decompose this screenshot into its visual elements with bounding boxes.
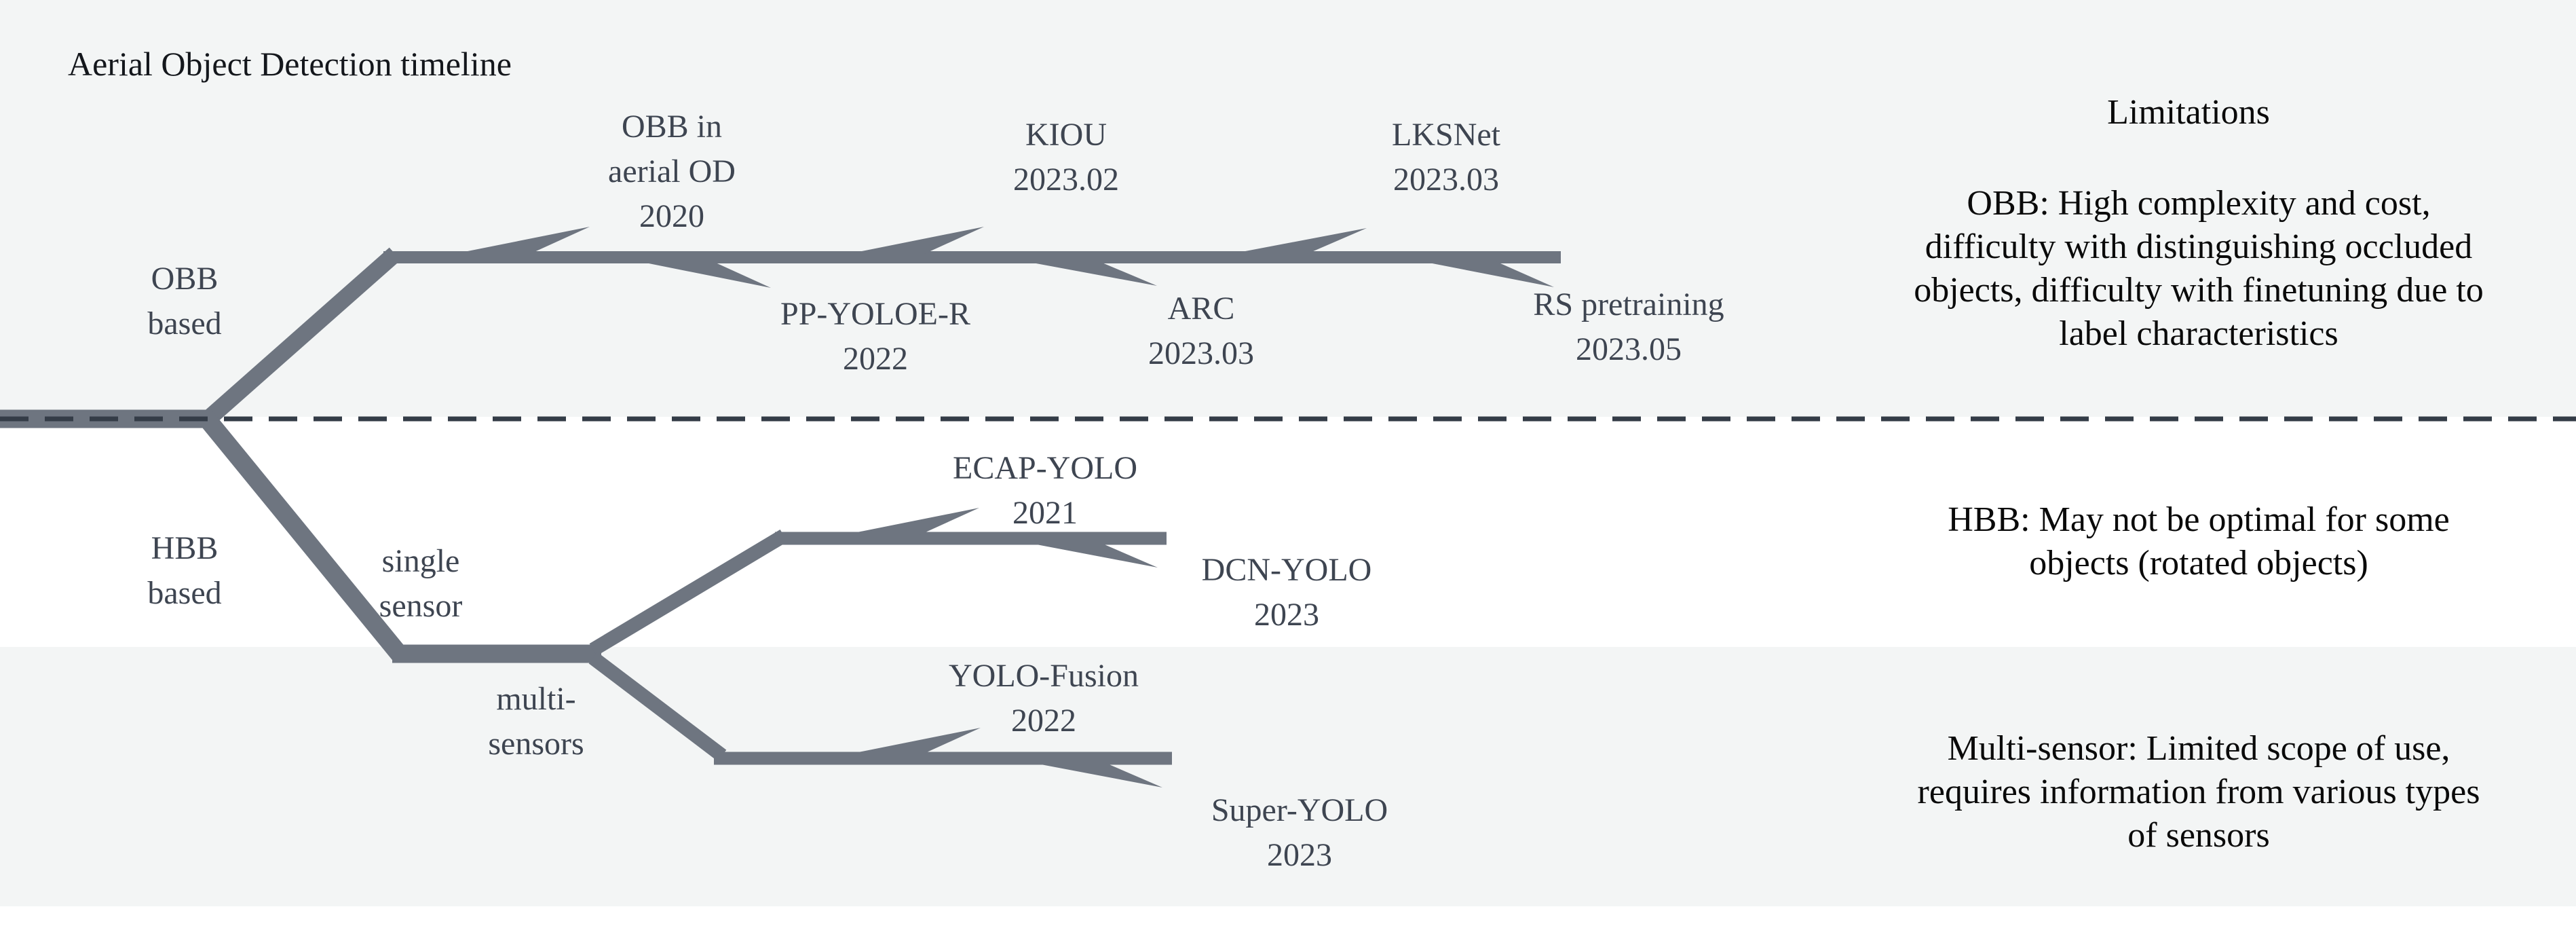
obb-branch-diagonal [197, 247, 401, 430]
node-date: 2023 [1253, 597, 1319, 633]
node-name: ECAP-YOLO [953, 450, 1137, 486]
background-band-obb [0, 0, 2576, 417]
node-date: 2022 [1010, 703, 1076, 739]
branch-label-line: multi- [496, 681, 576, 717]
node-name: aerial OD [608, 153, 736, 189]
node-name: Super-YOLO [1211, 792, 1388, 828]
branch-label-line: sensors [488, 726, 584, 762]
node-name: RS pretraining [1533, 286, 1724, 322]
limitation-line: of sensors [2127, 816, 2270, 855]
branch-label-obb-based: OBB based [147, 257, 221, 346]
background-band-multi-sensor [0, 647, 2576, 906]
branch-label-line: HBB [151, 530, 219, 566]
node-ecap-yolo: ECAP-YOLO 2021 [953, 446, 1137, 536]
limitation-line: Multi-sensor: Limited scope of use, [1947, 729, 2450, 768]
hbb-branch-diagonal [196, 409, 409, 663]
tick-yolo-fusion-icon [845, 728, 981, 755]
branch-label-line: based [147, 305, 222, 341]
limitation-line: label characteristics [2059, 314, 2338, 353]
node-date: 2023.03 [1148, 335, 1254, 371]
node-date: 2021 [1012, 495, 1078, 531]
background-band-hbb-single [0, 417, 2576, 647]
multi-sensor-diagonal [588, 652, 727, 762]
tick-super-yolo-icon [1027, 762, 1162, 788]
node-date: 2023 [1266, 837, 1332, 873]
branch-label-single-sensor: single sensor [379, 539, 463, 629]
node-obb-in-aerial-od: OBB in aerial OD 2020 [608, 105, 736, 239]
node-name: LKSNet [1392, 117, 1500, 153]
limitation-multi-sensor: Multi-sensor: Limited scope of use, requ… [1859, 727, 2538, 857]
limitation-line: HBB: May not be optimal for some [1948, 500, 2450, 539]
node-pp-yoloe-r: PP-YOLOE-R 2022 [780, 292, 970, 382]
node-kiou: KIOU 2023.02 [1013, 113, 1119, 202]
tick-ecap-yolo-icon [844, 508, 979, 535]
node-date: 2022 [842, 341, 908, 377]
background-band-footer [0, 906, 2576, 926]
node-rs-pretraining: RS pretraining 2023.05 [1533, 282, 1724, 372]
limitation-hbb: HBB: May not be optimal for some objects… [1859, 498, 2538, 585]
page-title: Aerial Object Detection timeline [68, 45, 512, 83]
node-dcn-yolo: DCN-YOLO 2023 [1202, 548, 1372, 637]
tick-obb-in-aerial-icon [454, 227, 590, 254]
limitation-line: OBB: High complexity and cost, [1967, 184, 2431, 223]
node-name: ARC [1167, 291, 1235, 327]
node-super-yolo: Super-YOLO 2023 [1211, 788, 1388, 878]
tick-pp-yoloe-r-icon [635, 261, 771, 288]
single-sensor-diagonal [589, 529, 788, 656]
node-name: KIOU [1025, 117, 1107, 153]
tick-lksnet-icon [1231, 228, 1367, 254]
branch-label-multi-sensors: multi- sensors [488, 677, 584, 766]
node-lksnet: LKSNet 2023.03 [1392, 113, 1500, 202]
node-name: OBB in [621, 109, 723, 145]
limitation-line: requires information from various types [1917, 773, 2480, 811]
node-date: 2023.05 [1575, 331, 1682, 367]
tick-rs-pretraining-icon [1418, 261, 1554, 287]
tick-dcn-yolo-icon [1022, 542, 1158, 568]
limitation-line: objects, difficulty with finetuning due … [1914, 271, 2484, 310]
node-name: DCN-YOLO [1201, 552, 1372, 588]
limitation-line: difficulty with distinguishing occluded [1925, 227, 2473, 266]
branch-label-line: single [381, 543, 460, 579]
node-arc: ARC 2023.03 [1148, 286, 1254, 376]
tick-kiou-icon [848, 227, 984, 254]
node-name: PP-YOLOE-R [780, 296, 971, 332]
branch-label-hbb-based: HBB based [147, 526, 221, 616]
tick-arc-icon [1021, 261, 1157, 286]
branch-label-line: sensor [379, 588, 463, 624]
node-date: 2020 [639, 198, 704, 234]
branch-label-line: OBB [151, 261, 219, 297]
node-date: 2023.02 [1013, 162, 1119, 198]
limitations-header: Limitations [2107, 93, 2270, 132]
branch-label-line: based [147, 575, 222, 611]
limitation-obb: OBB: High complexity and cost, difficult… [1859, 182, 2538, 356]
node-date: 2023.03 [1393, 162, 1499, 198]
node-yolo-fusion: YOLO-Fusion 2022 [949, 654, 1139, 743]
limitation-line: objects (rotated objects) [2029, 544, 2368, 582]
node-name: YOLO-Fusion [948, 658, 1139, 694]
